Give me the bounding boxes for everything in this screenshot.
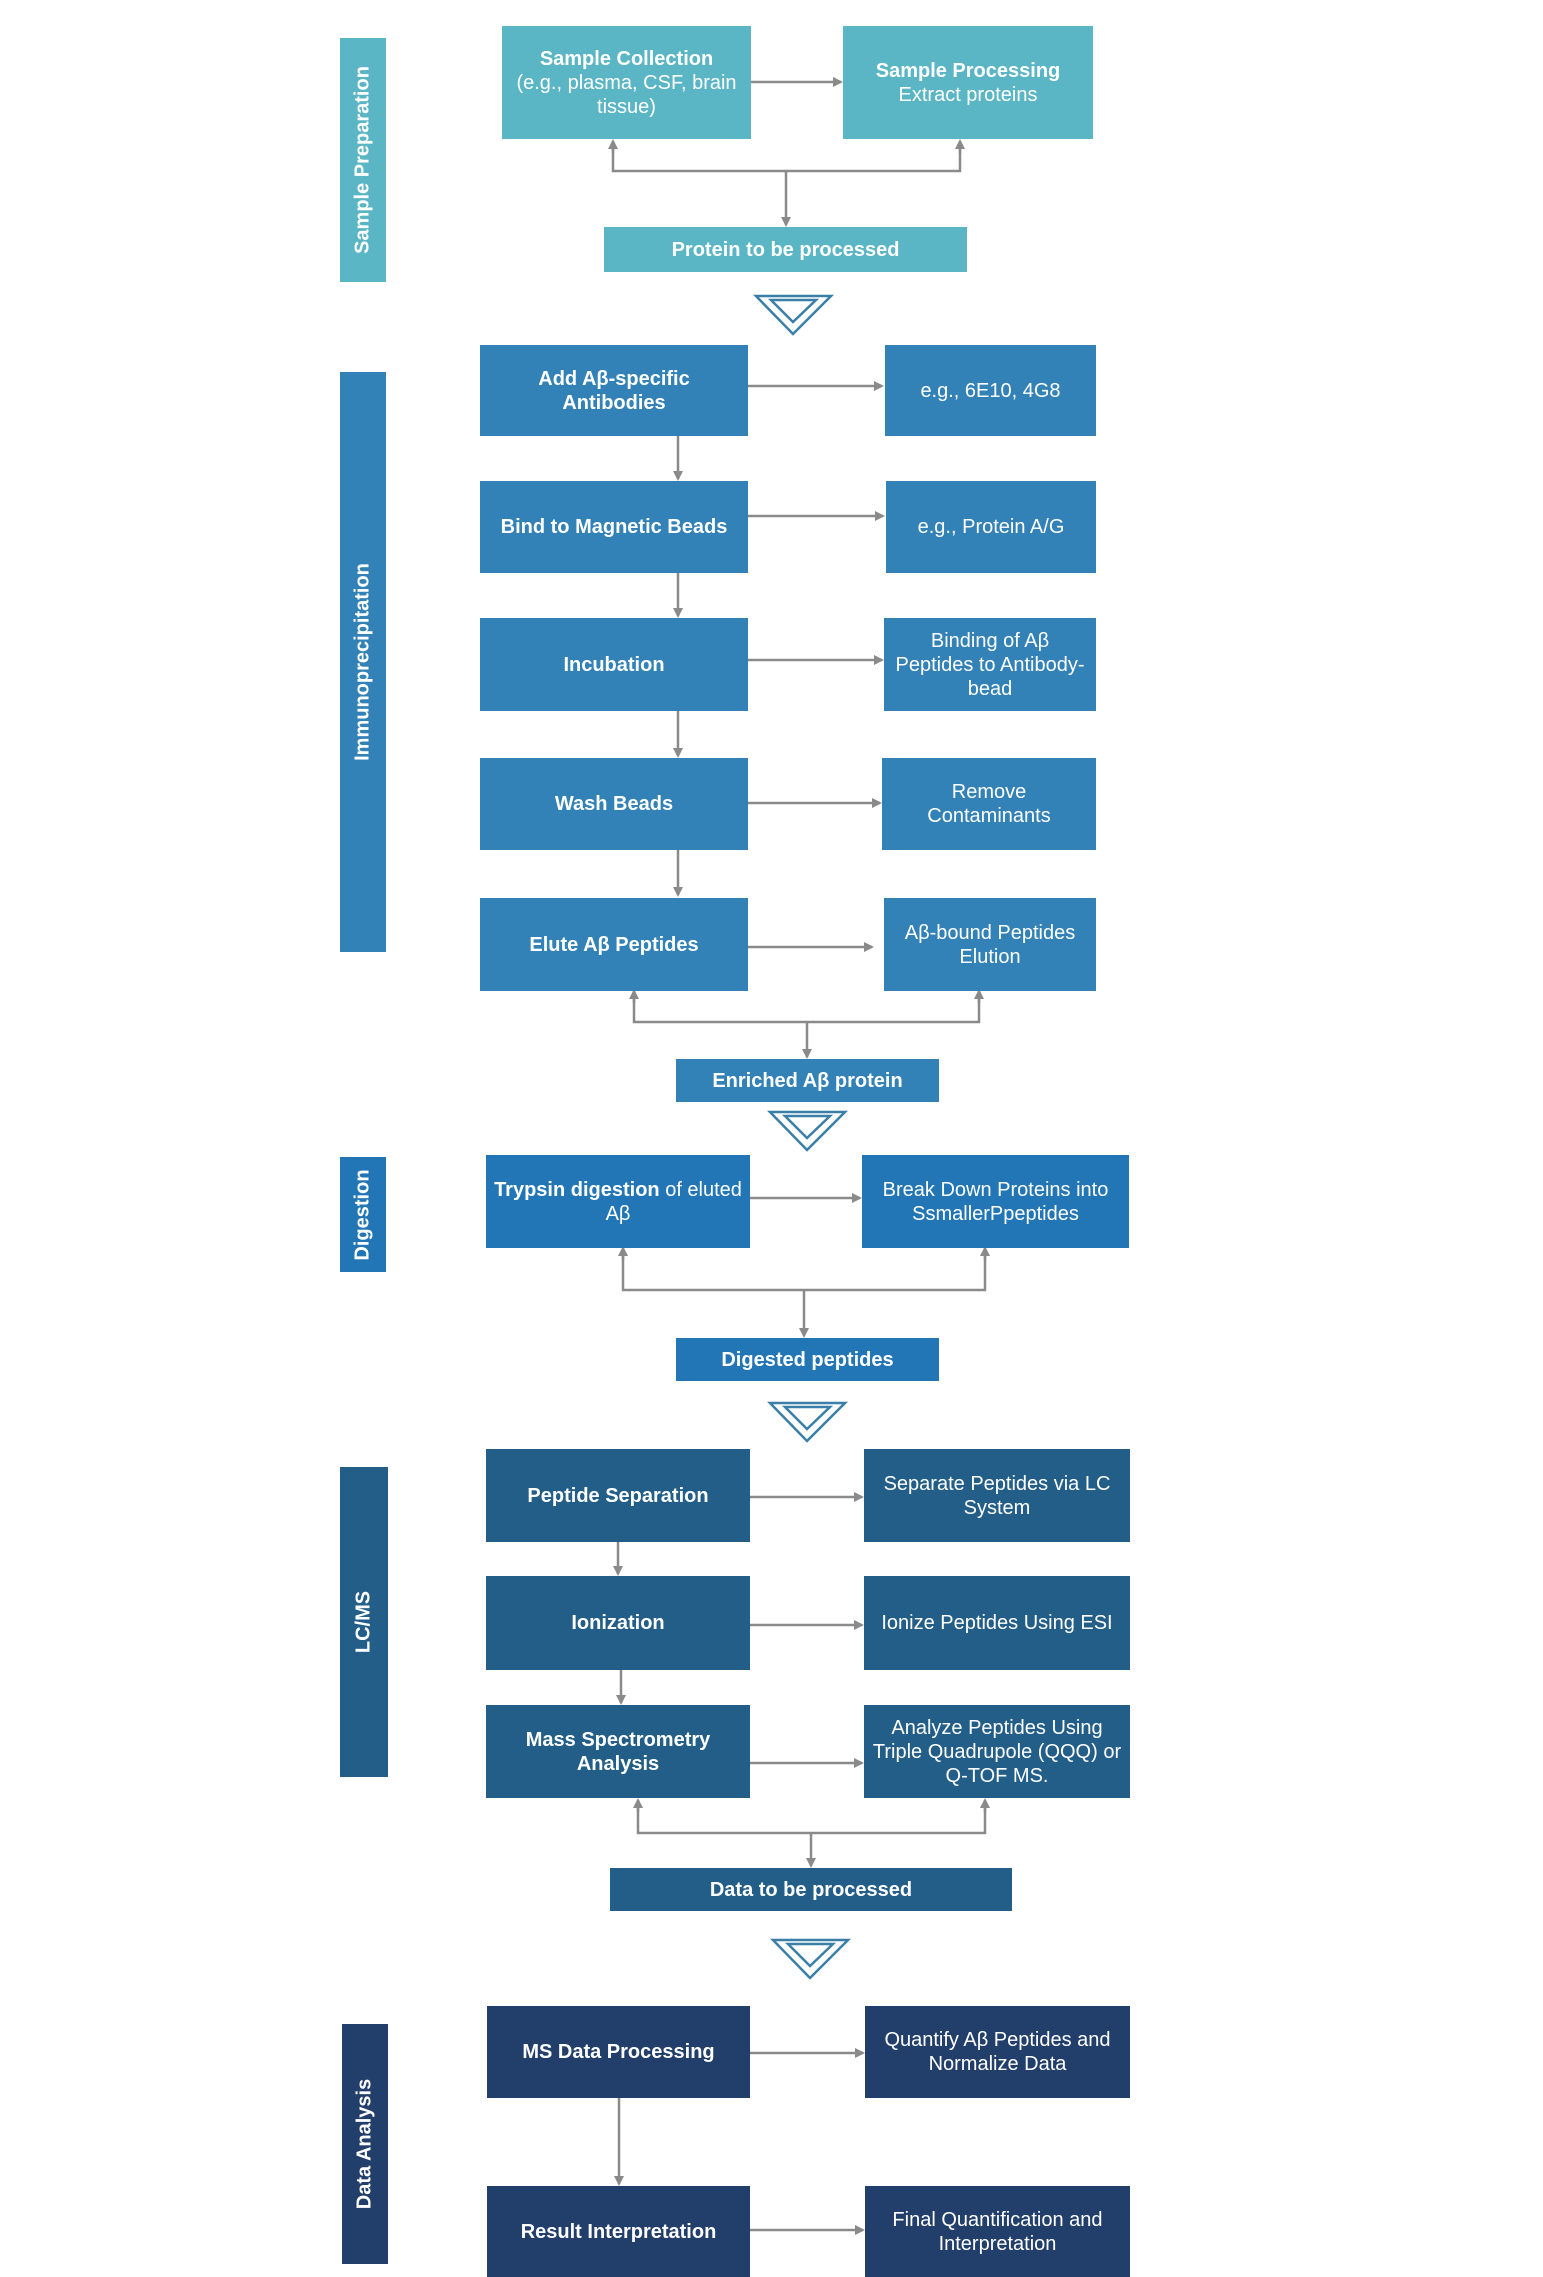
- incubation-detail-box: Binding of Aβ Peptides to Antibody-bead: [884, 618, 1096, 711]
- elute-peptides-box: Elute Aβ Peptides: [480, 898, 748, 991]
- trypsin-digestion-title: Trypsin digestion: [494, 1178, 660, 1201]
- breakdown-detail-box: Break Down Proteins into SsmallerPpeptid…: [862, 1155, 1129, 1248]
- separation-detail-box: Separate Peptides via LC System: [864, 1449, 1130, 1542]
- antibodies-example-box: e.g., 6E10, 4G8: [885, 345, 1096, 436]
- chevron-down-icon: [770, 1938, 852, 1980]
- section-band-digestion: Digestion: [340, 1157, 386, 1272]
- add-antibodies-box: Add Aβ-specific Antibodies: [480, 345, 748, 436]
- chevron-down-icon: [767, 1110, 849, 1152]
- quantify-detail-box: Quantify Aβ Peptides and Normalize Data: [865, 2006, 1130, 2098]
- digested-output-box: Digested peptides: [676, 1338, 939, 1381]
- bracket-immuno: [632, 993, 981, 1024]
- bracket-lcms: [636, 1802, 987, 1835]
- sample-processing-box: Sample Processing Extract proteins: [843, 26, 1093, 139]
- trypsin-digestion-box: Trypsin digestion of eluted Aβ: [486, 1155, 750, 1248]
- enriched-output-box: Enriched Aβ protein: [676, 1059, 939, 1102]
- chevron-down-icon: [753, 294, 835, 336]
- ionization-box: Ionization: [486, 1576, 750, 1670]
- wash-detail-box: Remove Contaminants: [882, 758, 1096, 850]
- peptide-separation-box: Peptide Separation: [486, 1449, 750, 1542]
- elution-detail-box: Aβ-bound Peptides Elution: [884, 898, 1096, 991]
- incubation-box: Incubation: [480, 618, 748, 711]
- sample-processing-detail: Extract proteins: [898, 83, 1038, 106]
- final-quantification-box: Final Quantification and Interpretation: [865, 2186, 1130, 2277]
- result-interpretation-box: Result Interpretation: [487, 2186, 750, 2277]
- section-band-sample-preparation: Sample Preparation: [340, 38, 386, 282]
- section-band-data-analysis: Data Analysis: [342, 2024, 388, 2264]
- beads-example-box: e.g., Protein A/G: [886, 481, 1096, 573]
- section-band-lc-ms: LC/MS: [340, 1467, 388, 1777]
- mass-spec-box: Mass Spectrometry Analysis: [486, 1705, 750, 1798]
- data-output-box: Data to be processed: [610, 1868, 1012, 1911]
- ionization-detail-box: Ionize Peptides Using ESI: [864, 1576, 1130, 1670]
- bind-beads-box: Bind to Magnetic Beads: [480, 481, 748, 573]
- protein-output-box: Protein to be processed: [604, 227, 967, 272]
- mass-spec-detail-box: Analyze Peptides Using Triple Quadrupole…: [864, 1705, 1130, 1798]
- bracket-digestion: [621, 1250, 987, 1292]
- wash-beads-box: Wash Beads: [480, 758, 748, 850]
- ms-data-processing-box: MS Data Processing: [487, 2006, 750, 2098]
- bracket-sample-prep: [611, 143, 962, 173]
- sample-collection-box: Sample Collection (e.g., plasma, CSF, br…: [502, 26, 751, 139]
- chevron-down-icon: [767, 1401, 849, 1443]
- sample-collection-detail: (e.g., plasma, CSF, brain tissue): [516, 71, 737, 118]
- trypsin-digestion-detail: of eluted Aβ: [605, 1178, 742, 1225]
- section-band-immunoprecipitation: Immunoprecipitation: [340, 372, 386, 952]
- sample-collection-title: Sample Collection: [539, 47, 714, 70]
- sample-processing-title: Sample Processing: [875, 59, 1061, 82]
